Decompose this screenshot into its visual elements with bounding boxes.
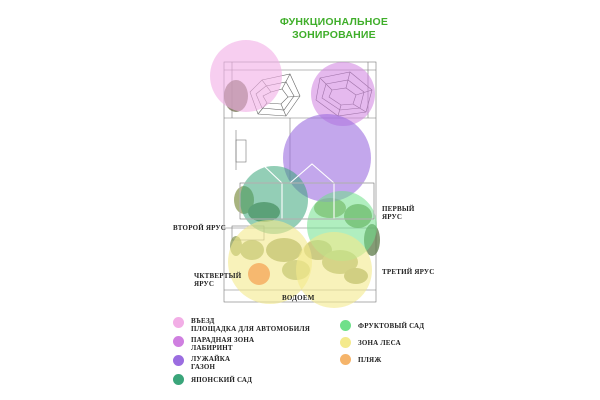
legend-lawn-line-2: ГАЗОН [191, 363, 216, 371]
legend-entrance-line-2: ПЛОЩАДКА ДЛЯ АВТОМОБИЛЯ [191, 325, 311, 333]
legend-item-entrance: ВЪЕЗД ПЛОЩАДКА ДЛЯ АВТОМОБИЛЯ [173, 317, 310, 333]
legend-item-forest: ЗОНА ЛЕСА [340, 337, 401, 348]
legend-beach-line-1: ПЛЯЖ [358, 356, 382, 364]
legend-text-forest: ЗОНА ЛЕСА [358, 339, 401, 347]
zone-parade-maze [311, 62, 375, 126]
zone-forest-left [228, 220, 312, 304]
house-lines [239, 182, 375, 220]
label-third-tier: ТРЕТИЙ ЯРУС [382, 268, 435, 276]
legend-swatch-fruit [340, 320, 351, 331]
legend-text-parade: ПАРАДНАЯ ЗОНА ЛАБИРИНТ [191, 336, 254, 352]
label-fourth-tier-line-1: ЧКТВЕРТЫЙ [194, 272, 242, 280]
label-fourth-tier-line-2: ЯРУС [194, 280, 215, 288]
legend-lawn-line-1: ЛУЖАЙКА [191, 355, 231, 363]
legend-entrance-line-1: ВЪЕЗД [191, 317, 215, 325]
legend-swatch-parade [173, 336, 184, 347]
legend-swatch-beach [340, 354, 351, 365]
legend-text-fruit: ФРУКТОВЫЙ САД [358, 322, 424, 330]
title-line-1: ФУНКЦИОНАЛЬНОЕ [279, 16, 389, 28]
legend-japanese-line-1: ЯПОНСКИЙ САД [191, 376, 253, 384]
legend-text-japanese: ЯПОНСКИЙ САД [191, 376, 252, 384]
zone-beach [248, 263, 270, 285]
legend-item-japanese: ЯПОНСКИЙ САД [173, 374, 252, 385]
legend-item-fruit: ФРУКТОВЫЙ САД [340, 320, 424, 331]
zone-forest-right [296, 232, 372, 308]
legend-fruit-line-1: ФРУКТОВЫЙ САД [358, 322, 425, 330]
legend-text-lawn: ЛУЖАЙКА ГАЗОН [191, 355, 230, 371]
label-first-tier: ПЕРВЫЙ ЯРУС [382, 205, 415, 221]
legend-swatch-entrance [173, 317, 184, 328]
label-first-tier-line-2: ЯРУС [382, 213, 403, 221]
legend-parade-line-1: ПАРАДНАЯ ЗОНА [191, 336, 255, 344]
legend-forest-line-1: ЗОНА ЛЕСА [358, 339, 401, 347]
label-second-tier: ВТОРОЙ ЯРУС [173, 224, 227, 232]
legend-item-parade: ПАРАДНАЯ ЗОНА ЛАБИРИНТ [173, 336, 254, 352]
label-fourth-tier: ЧКТВЕРТЫЙ ЯРУС [194, 272, 241, 288]
diagram-title: ФУНКЦИОНАЛЬНОЕ ЗОНИРОВАНИЕ [236, 16, 432, 42]
label-first-tier-line-1: ПЕРВЫЙ [382, 205, 415, 213]
legend-item-beach: ПЛЯЖ [340, 354, 381, 365]
zone-entrance [210, 40, 282, 112]
legend-item-lawn: ЛУЖАЙКА ГАЗОН [173, 355, 230, 371]
legend-swatch-forest [340, 337, 351, 348]
legend-text-entrance: ВЪЕЗД ПЛОЩАДКА ДЛЯ АВТОМОБИЛЯ [191, 317, 310, 333]
legend-swatch-lawn [173, 355, 184, 366]
legend-parade-line-2: ЛАБИРИНТ [191, 344, 233, 352]
zone-lawn [283, 114, 371, 202]
label-pond: ВОДОЕМ [282, 294, 315, 302]
zone-circles [210, 40, 377, 308]
legend-swatch-japanese [173, 374, 184, 385]
title-line-2: ЗОНИРОВАНИЕ [292, 29, 376, 41]
legend-text-beach: ПЛЯЖ [358, 356, 381, 364]
